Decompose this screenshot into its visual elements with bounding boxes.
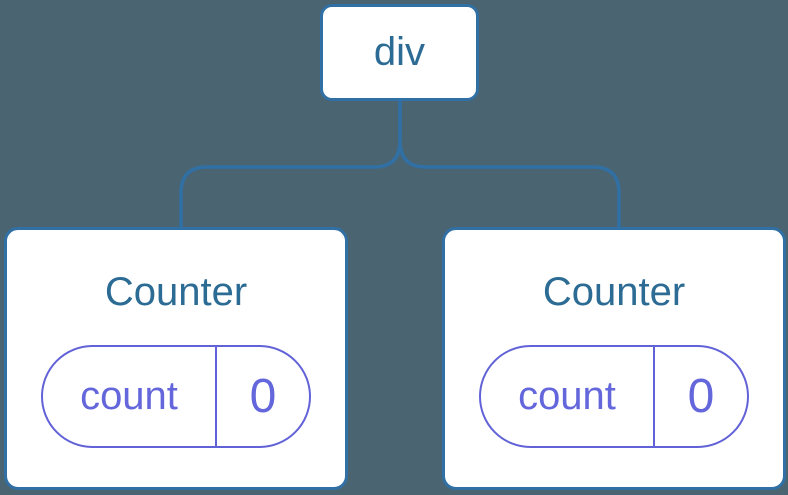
- counter-title: Counter: [104, 270, 248, 314]
- state-pill: count 0: [479, 345, 749, 448]
- state-key: count: [43, 347, 217, 446]
- state-pill: count 0: [41, 345, 311, 448]
- connector-right-branch: [398, 99, 621, 229]
- counter-node-right: Counter count 0: [442, 227, 786, 490]
- connector-left-branch: [179, 99, 402, 229]
- root-node-div: div: [320, 4, 479, 101]
- state-value: 0: [687, 370, 715, 423]
- root-node-label: div: [373, 30, 426, 74]
- counter-node-left: Counter count 0: [4, 227, 348, 490]
- counter-title: Counter: [542, 270, 686, 314]
- state-value: 0: [249, 370, 277, 423]
- state-key: count: [481, 347, 655, 446]
